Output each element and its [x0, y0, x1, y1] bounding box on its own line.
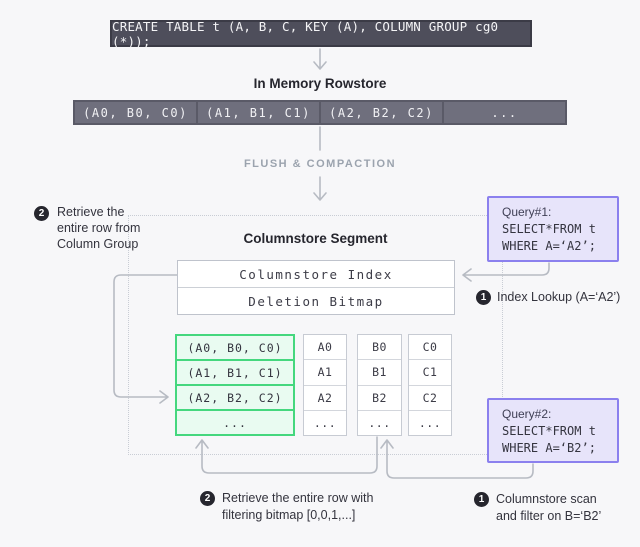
column-cell: C0 — [422, 340, 438, 355]
arrow-query2-to-columnB — [380, 439, 534, 479]
annotation-text: Retrieve the — [57, 205, 125, 219]
rowstore-cell: ... — [444, 102, 565, 123]
query1-sql-line: WHERE A=‘A2’; — [502, 239, 596, 253]
annotation-text: and filter on B=‘B2’ — [496, 509, 602, 523]
column-c-table: C0 C1 C2 ... — [408, 334, 452, 436]
column-cell: A2 — [304, 384, 346, 410]
column-cell: A0 — [317, 340, 333, 355]
column-cell: ... — [409, 409, 451, 435]
column-cell: A1 — [304, 359, 346, 384]
step-2-badge: 2 — [34, 206, 49, 221]
column-group-row: (A2, B2, C2) — [177, 384, 293, 409]
arrow-flush-to-segment — [313, 176, 327, 201]
columnstore-index-row: Columnstore Index — [178, 261, 454, 288]
column-cell: B2 — [358, 384, 401, 410]
step-1-badge: 1 — [474, 492, 489, 507]
column-group-row: (A1, B1, C1) — [177, 359, 293, 384]
query2-box: Query#2: SELECT*FROM t WHERE A=‘B2’; — [487, 398, 619, 463]
column-group-table: (A0, B0, C0) (A1, B1, C1) (A2, B2, C2) .… — [175, 334, 295, 436]
column-cell: B1 — [358, 359, 401, 384]
segment-title: Columnstore Segment — [243, 231, 388, 246]
column-b-table: B0 B1 B2 ... — [357, 334, 402, 436]
column-cell: B0 — [372, 340, 387, 355]
column-cell: ... — [304, 409, 346, 435]
column-cell: C2 — [409, 384, 451, 410]
column-a-table: A0 A1 A2 ... — [303, 334, 347, 436]
annotation-text: Columnstore scan — [496, 492, 597, 506]
column-cell: C1 — [409, 359, 451, 384]
column-cell: ... — [358, 409, 401, 435]
query1-sql-line: SELECT*FROM t — [502, 222, 596, 236]
step-1-badge: 1 — [476, 290, 491, 305]
deletion-bitmap-row: Deletion Bitmap — [248, 293, 384, 309]
arrow-index-to-column-group — [113, 274, 178, 404]
arrow-sql-to-rowstore — [313, 48, 327, 70]
create-table-sql-box: CREATE TABLE t (A, B, C, KEY (A), COLUMN… — [110, 18, 532, 49]
column-group-row: ... — [177, 409, 293, 434]
column-group-row: (A0, B0, C0) — [187, 340, 283, 355]
rowstore-bar: (A0, B0, C0) (A1, B1, C1) (A2, B2, C2) .… — [73, 100, 567, 125]
columnstore-index-box: Columnstore Index Deletion Bitmap — [177, 260, 455, 315]
rowstore-title: In Memory Rowstore — [253, 76, 387, 91]
query1-box: Query#1: SELECT*FROM t WHERE A=‘A2’; — [487, 196, 619, 262]
annotation-text: filtering bitmap [0,0,1,...] — [222, 508, 356, 522]
step-2-badge: 2 — [200, 491, 215, 506]
query2-sql-line: WHERE A=‘B2’; — [502, 441, 596, 455]
arrow-columnB-to-column-group — [195, 436, 378, 474]
rowstore-cell: (A2, B2, C2) — [321, 102, 442, 123]
flush-compaction-label: FLUSH & COMPACTION — [243, 158, 397, 170]
create-table-sql: CREATE TABLE t (A, B, C, KEY (A), COLUMN… — [112, 18, 499, 49]
query1-label: Query#1: — [502, 205, 552, 219]
annotation-text: Index Lookup (A=‘A2’) — [497, 290, 621, 304]
rowstore-cell: (A0, B0, C0) — [75, 102, 196, 123]
query2-label: Query#2: — [502, 407, 552, 421]
annotation-text: entire row from — [57, 221, 141, 235]
arrow-query1-to-index — [462, 262, 550, 282]
rowstore-cell: (A1, B1, C1) — [198, 102, 319, 123]
annotation-text: Column Group — [57, 237, 139, 251]
annotation-text: Retrieve the entire row with — [222, 491, 374, 505]
columnstore-segment-container — [128, 215, 503, 455]
query2-sql-line: SELECT*FROM t — [502, 424, 596, 438]
